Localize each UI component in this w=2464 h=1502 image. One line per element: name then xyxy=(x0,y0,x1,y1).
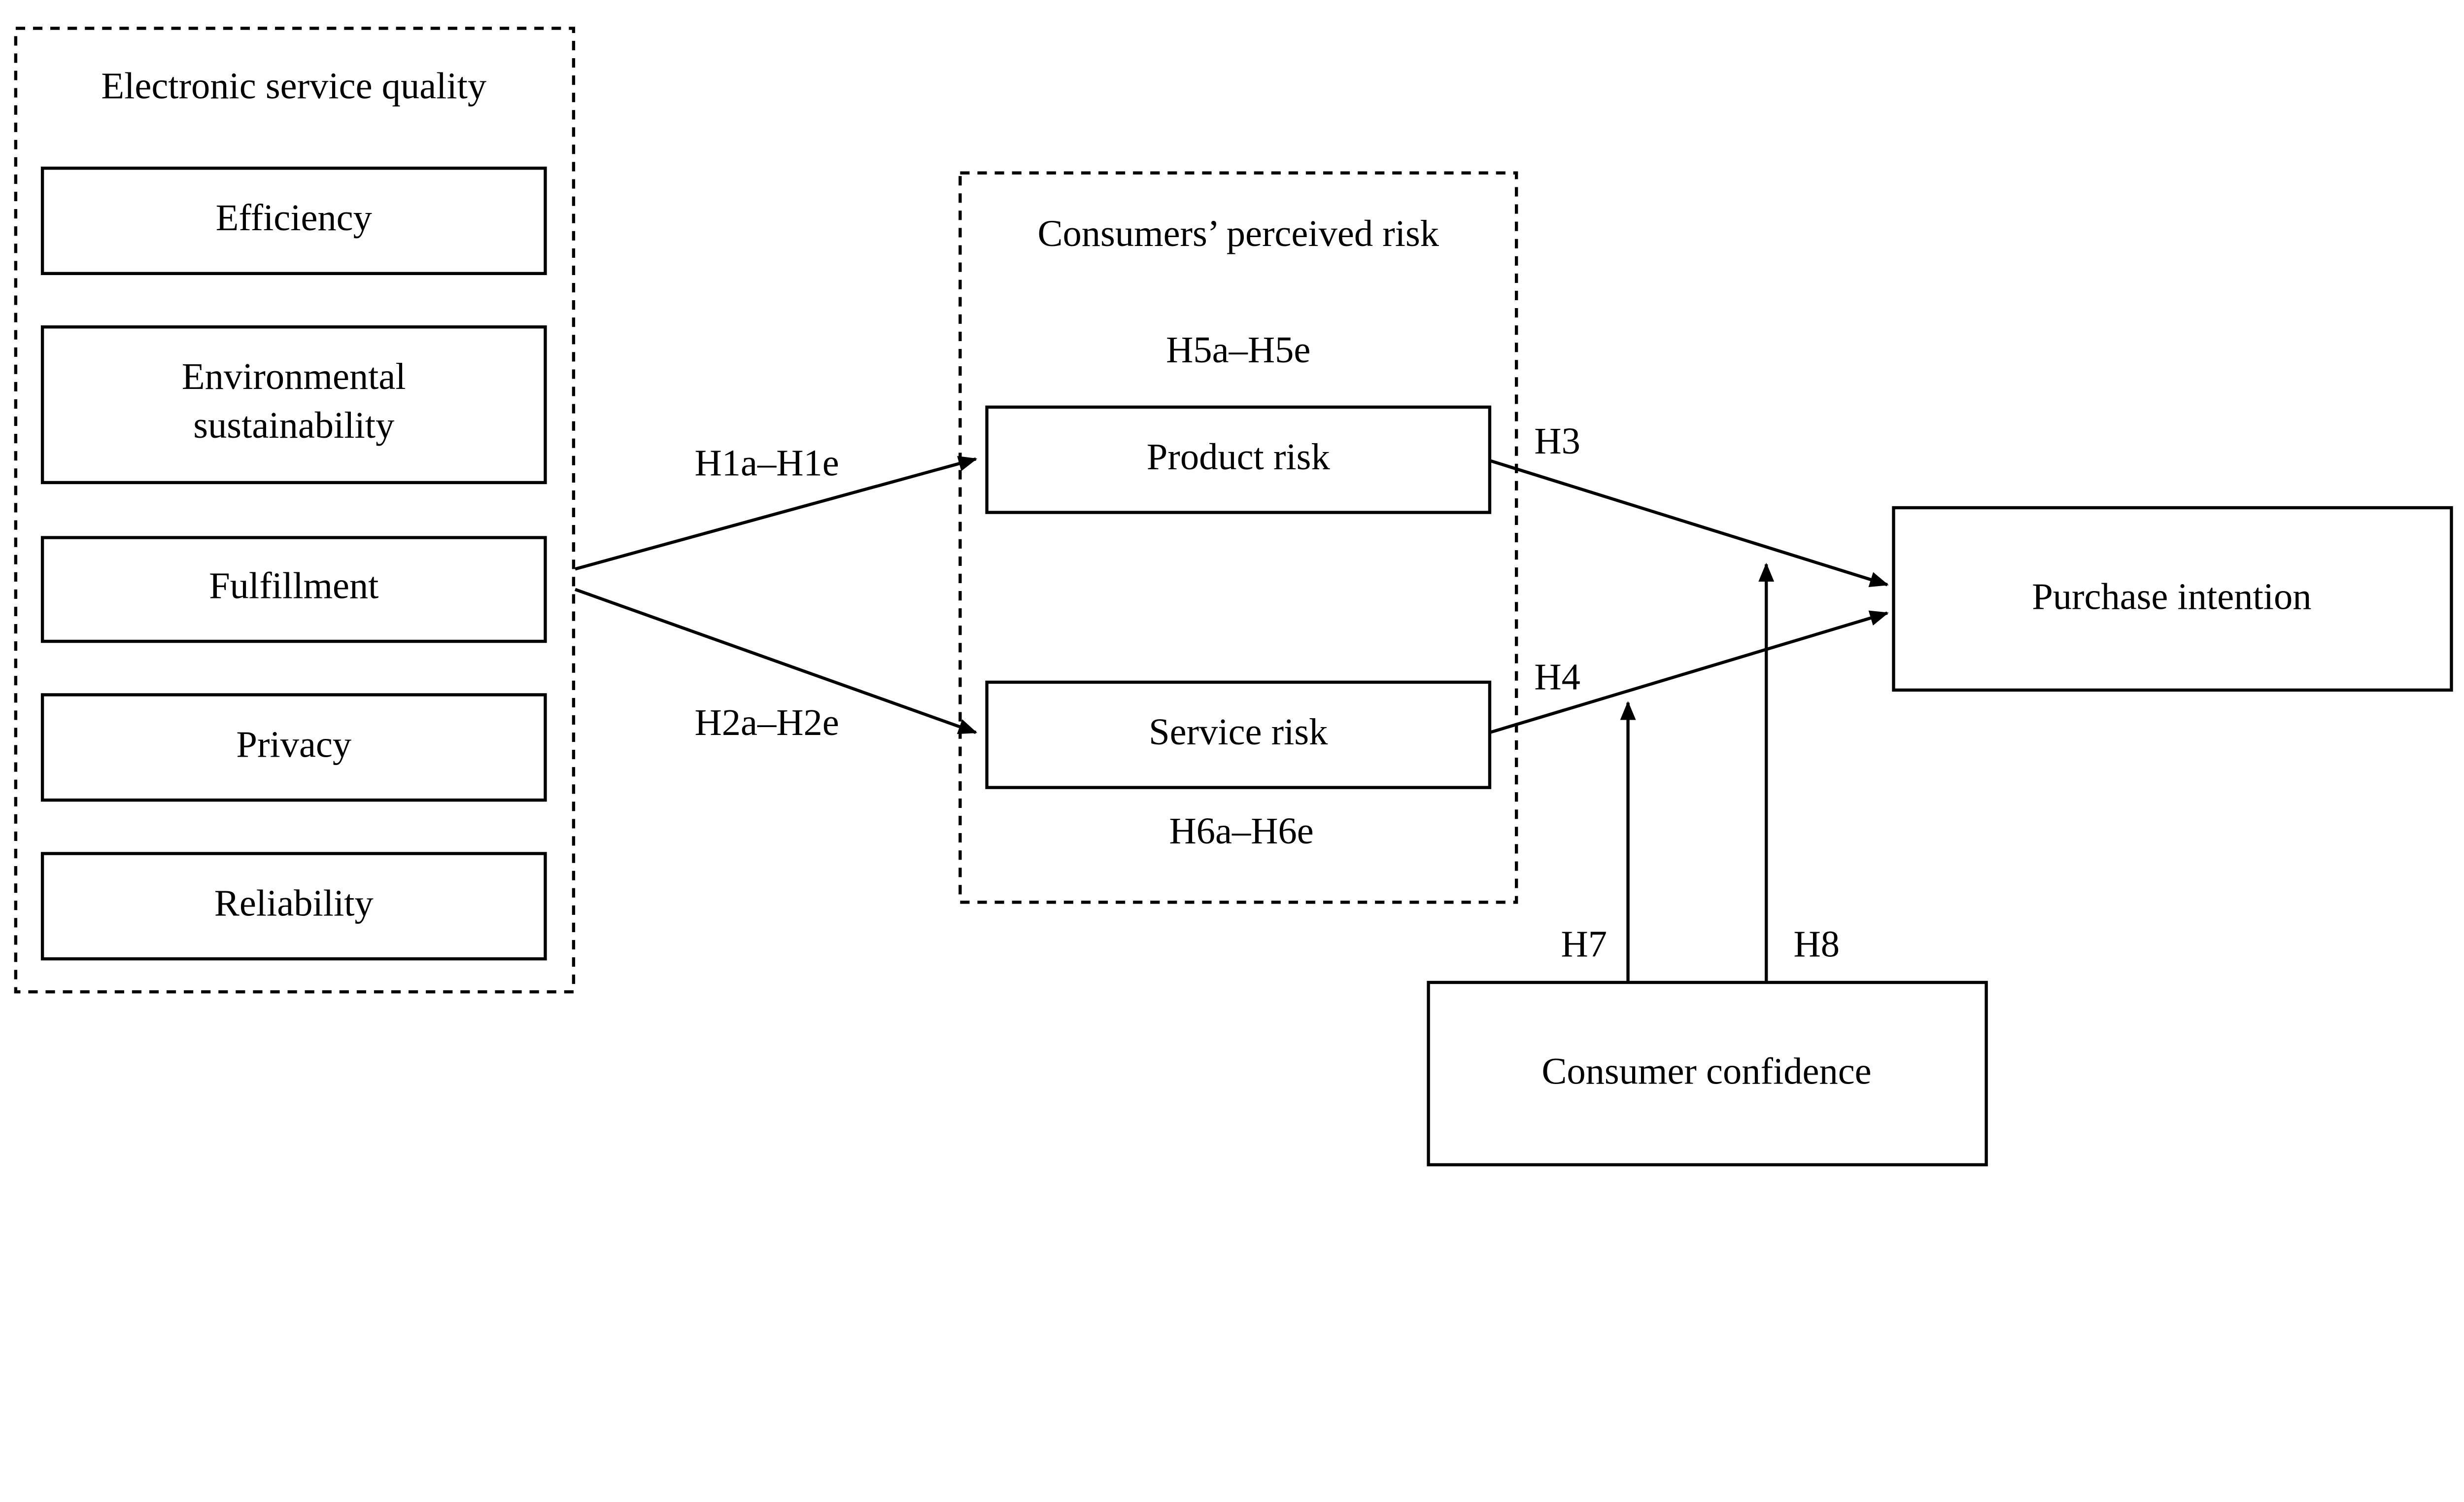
consumer-confidence-label: Consumer confidence xyxy=(1541,1050,1871,1092)
reliability-box xyxy=(40,852,547,961)
perceived-risk-title: Consumers’ perceived risk xyxy=(1037,212,1439,254)
h3-label: H3 xyxy=(1534,420,1580,462)
fulfillment-label: Fulfillment xyxy=(209,564,378,606)
consumer-confidence-box xyxy=(1427,980,1988,1167)
h7-label: H7 xyxy=(1561,923,1608,965)
purchase-intention-label: Purchase intention xyxy=(2032,576,2311,618)
esq-group-border xyxy=(14,27,576,994)
product-risk-label: Product risk xyxy=(1147,436,1331,478)
service-risk-box xyxy=(985,680,1492,789)
sustainability-label: sustainability xyxy=(193,404,394,446)
h5-label: H5a–H5e xyxy=(1166,329,1310,371)
fulfillment-box xyxy=(40,536,547,643)
h8-label: H8 xyxy=(1793,923,1840,965)
environmental-sustainability-box xyxy=(40,325,547,485)
efficiency-box xyxy=(40,167,547,276)
product-risk-box xyxy=(985,405,1492,514)
perceived-risk-group: Consumers’ perceived risk H5a–H5e Produc… xyxy=(958,171,1518,904)
h3-arrow xyxy=(1489,459,1889,587)
h6-label: H6a–H6e xyxy=(1169,810,1314,852)
efficiency-label: Efficiency xyxy=(216,197,372,239)
environmental-label: Environmental xyxy=(182,355,406,397)
privacy-label: Privacy xyxy=(236,723,351,765)
research-model-diagram: Electronic service quality Efficiency En… xyxy=(14,27,2453,1167)
h4-arrow xyxy=(1489,610,1889,734)
reliability-label: Reliability xyxy=(214,882,374,924)
perceived-risk-border xyxy=(958,171,1518,904)
esq-group: Electronic service quality Efficiency En… xyxy=(14,27,576,994)
h2-arrow xyxy=(575,588,978,734)
h4-label: H4 xyxy=(1534,656,1580,698)
h2-label: H2a–H2e xyxy=(695,701,839,743)
esq-group-title: Electronic service quality xyxy=(101,65,486,106)
purchase-intention-box xyxy=(1892,506,2453,692)
privacy-box xyxy=(40,693,547,802)
h1-arrow xyxy=(575,456,978,571)
service-risk-label: Service risk xyxy=(1149,711,1328,753)
h1-label: H1a–H1e xyxy=(695,442,839,484)
